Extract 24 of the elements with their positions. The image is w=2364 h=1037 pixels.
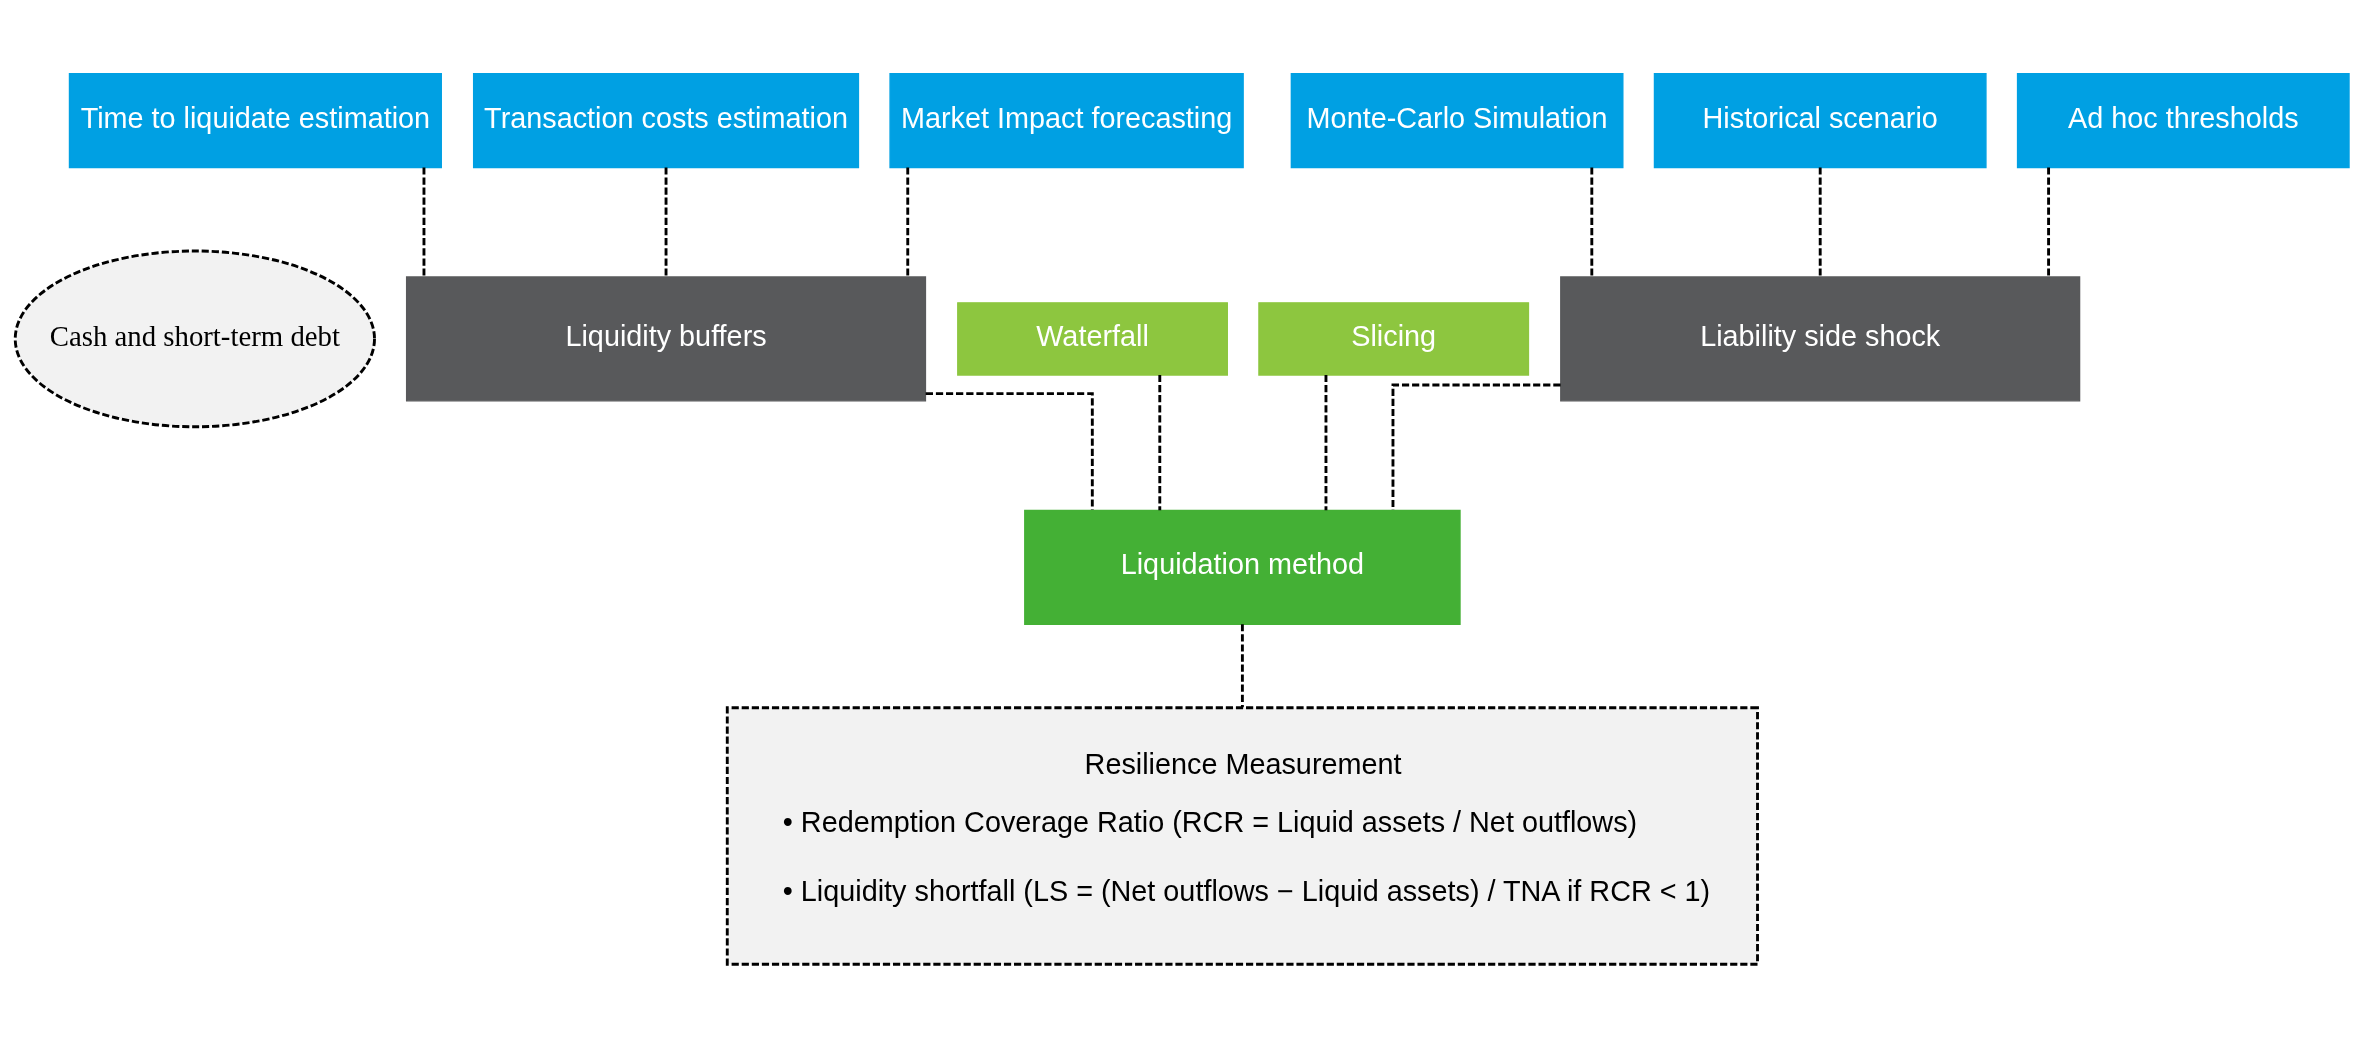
connector xyxy=(422,166,426,277)
node-box: Waterfall xyxy=(957,301,1228,376)
connector xyxy=(1391,383,1561,510)
node-box: Historical scenario xyxy=(1653,72,1987,168)
node-ellipse: Cash and short-term debt xyxy=(13,249,376,428)
connector xyxy=(2047,166,2050,277)
node-box: Time to liquidate estimation xyxy=(68,72,442,168)
connector xyxy=(1590,166,1594,277)
node-box: Transaction costs estimation xyxy=(472,72,860,168)
connector xyxy=(925,391,1094,510)
node-box: Slicing xyxy=(1258,301,1530,376)
connector xyxy=(664,166,668,277)
node-box: Liquidity buffers xyxy=(405,275,927,402)
node-box: Monte-Carlo Simulation xyxy=(1290,72,1624,168)
node-box: Market Impact forecasting xyxy=(889,72,1244,168)
connector xyxy=(906,166,910,277)
connector xyxy=(1818,166,1822,277)
connector xyxy=(1324,374,1328,510)
connector xyxy=(1240,623,1244,707)
node-box: Liquidation method xyxy=(1024,509,1461,625)
node-box: Resilience Measurement • Redemption Coverage Ratio (RCR = Liquid assets / Net outflows) • Liquidity shortfall (LS = (Net outflows − Liquid assets) / TNA if RCR < 1) xyxy=(725,705,1759,966)
connector xyxy=(1158,374,1162,510)
node-box: Liability side shock xyxy=(1560,275,2081,402)
node-box: Ad hoc thresholds xyxy=(2016,72,2350,168)
